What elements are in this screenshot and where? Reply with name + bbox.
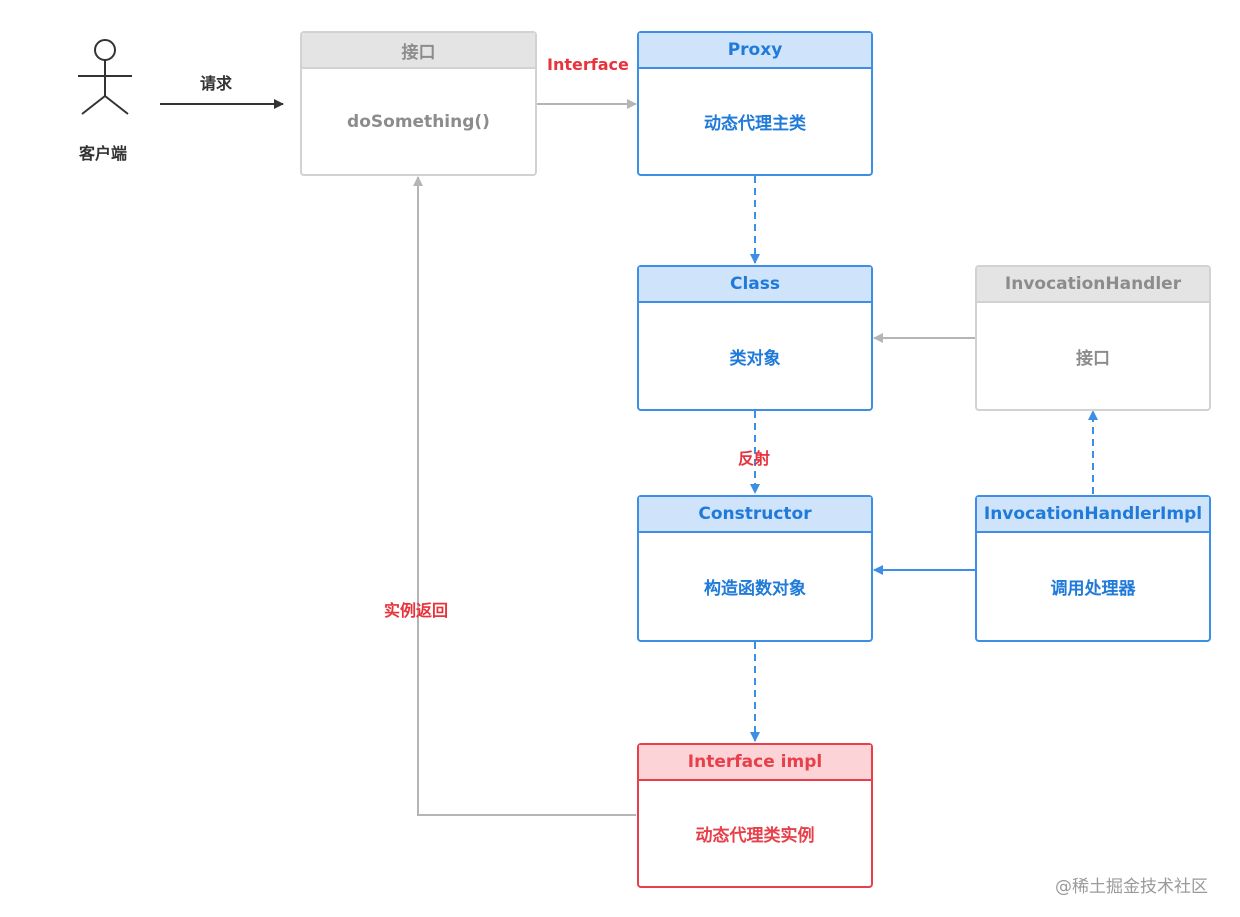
proxy-box-body: 动态代理主类 [704, 114, 806, 134]
constructor-box: Constructor 构造函数对象 [637, 495, 873, 642]
invocation-handler-box-body: 接口 [1076, 348, 1110, 369]
interface-box-body: doSomething() [347, 111, 490, 132]
constructor-box-body: 构造函数对象 [704, 579, 806, 599]
invocation-handler-impl-box-title: InvocationHandlerImpl [977, 497, 1209, 533]
class-box-title: Class [639, 267, 871, 303]
proxy-box: Proxy 动态代理主类 [637, 31, 873, 176]
proxy-box-title: Proxy [639, 33, 871, 69]
class-box: Class 类对象 [637, 265, 873, 411]
invocation-handler-box: InvocationHandler 接口 [975, 265, 1211, 411]
invocation-handler-impl-box-body: 调用处理器 [1050, 579, 1136, 599]
interface-edge-label: Interface [547, 55, 629, 74]
class-box-body: 类对象 [729, 348, 781, 369]
interface-impl-box-body: 动态代理类实例 [695, 826, 815, 846]
client-label: 客户端 [79, 144, 128, 163]
invocation-handler-impl-box: InvocationHandlerImpl 调用处理器 [975, 495, 1211, 642]
interface-box-title: 接口 [302, 33, 535, 69]
watermark: @稀土掘金技术社区 [1055, 877, 1208, 897]
instance-return-label: 实例返回 [384, 601, 449, 620]
client-actor-icon [78, 39, 132, 115]
interface-impl-box: Interface impl 动态代理类实例 [637, 743, 873, 888]
instance-return-arrow [413, 176, 636, 816]
constructor-box-title: Constructor [639, 497, 871, 533]
invocation-handler-box-title: InvocationHandler [977, 267, 1209, 303]
interface-impl-box-title: Interface impl [639, 745, 871, 781]
reflection-label: 反射 [738, 449, 771, 468]
request-label: 请求 [200, 74, 233, 93]
interface-box: 接口 doSomething() [300, 31, 537, 176]
